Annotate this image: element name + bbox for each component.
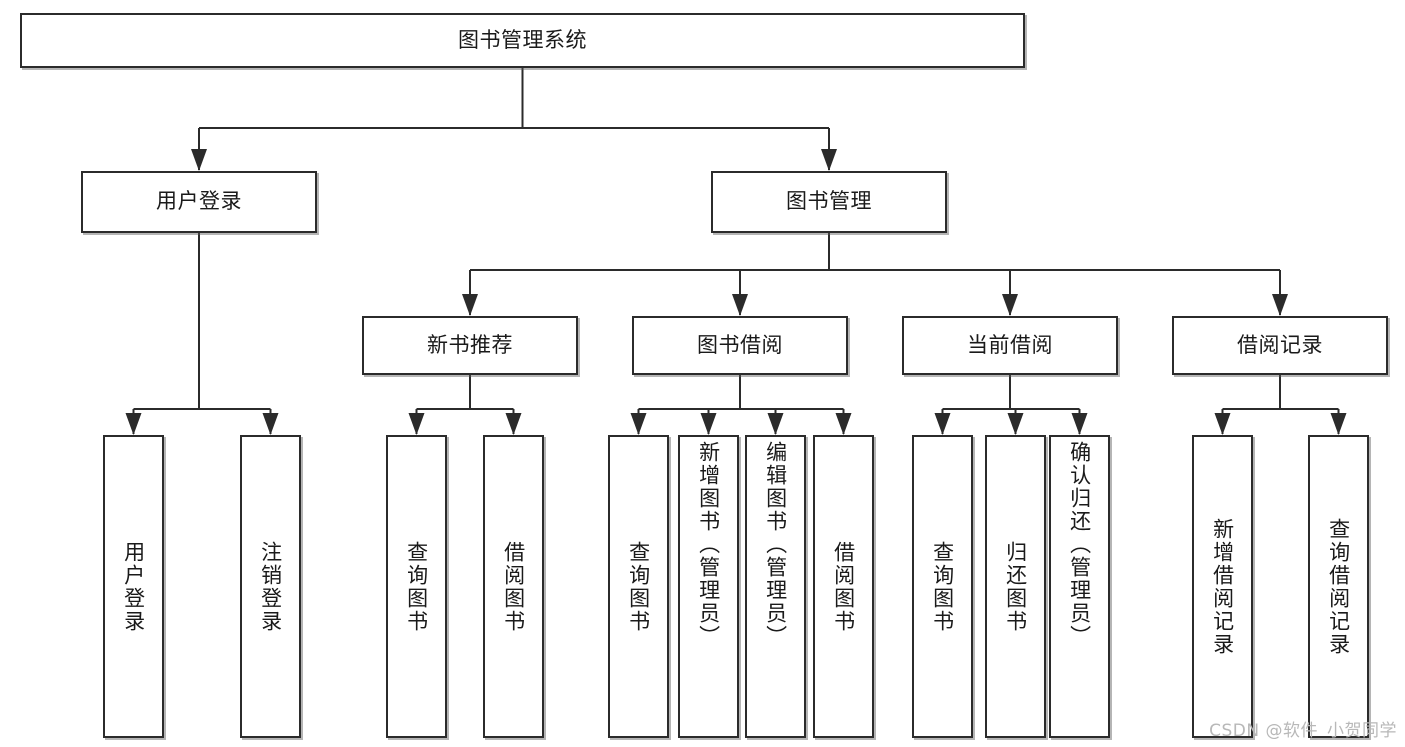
node-label: 查询图书	[930, 540, 955, 633]
arrowhead	[1007, 413, 1024, 435]
node-label: 图书管理系统	[458, 27, 587, 52]
arrowhead	[408, 413, 425, 435]
node-leaf-query-book-3[interactable]: 查询图书	[912, 435, 973, 738]
node-leaf-return-book[interactable]: 归还图书	[985, 435, 1046, 738]
node-label: 查询借阅记录	[1326, 517, 1351, 656]
node-user-login[interactable]: 用户登录	[81, 171, 317, 233]
node-leaf-add-record[interactable]: 新增借阅记录	[1192, 435, 1253, 738]
node-label: 编辑图书（管理员）	[763, 441, 788, 648]
node-leaf-user-logout[interactable]: 注销登录	[240, 435, 301, 738]
node-book-manage[interactable]: 图书管理	[711, 171, 947, 233]
node-current-borrow[interactable]: 当前借阅	[902, 316, 1118, 375]
arrowhead	[1071, 413, 1088, 435]
node-label: 借阅图书	[831, 540, 856, 633]
node-leaf-add-book[interactable]: 新增图书（管理员）	[678, 435, 739, 738]
node-leaf-query-record[interactable]: 查询借阅记录	[1308, 435, 1369, 738]
arrowhead	[462, 294, 478, 316]
arrowhead	[1214, 413, 1231, 435]
node-leaf-query-book-2[interactable]: 查询图书	[608, 435, 669, 738]
arrowhead	[767, 413, 784, 435]
node-new-book-rec[interactable]: 新书推荐	[362, 316, 578, 375]
node-label: 归还图书	[1003, 540, 1028, 633]
node-leaf-borrow-book-2[interactable]: 借阅图书	[813, 435, 874, 738]
node-borrow-record[interactable]: 借阅记录	[1172, 316, 1388, 375]
arrowhead	[821, 149, 837, 171]
arrowhead	[125, 413, 142, 435]
arrowhead	[934, 413, 951, 435]
watermark-text: CSDN @软件_小贺同学	[1209, 721, 1397, 741]
node-label: 查询图书	[404, 540, 429, 633]
arrowhead	[835, 413, 852, 435]
node-label: 注销登录	[258, 540, 283, 633]
node-leaf-query-book-1[interactable]: 查询图书	[386, 435, 447, 738]
node-label: 图书管理	[786, 189, 872, 214]
node-root[interactable]: 图书管理系统	[20, 13, 1025, 68]
arrowhead	[1330, 413, 1347, 435]
arrowhead	[700, 413, 717, 435]
node-label: 借阅记录	[1237, 332, 1323, 357]
node-label: 借阅图书	[501, 540, 526, 633]
node-label: 用户登录	[121, 540, 146, 633]
node-label: 当前借阅	[967, 332, 1053, 357]
node-leaf-user-login[interactable]: 用户登录	[103, 435, 164, 738]
node-leaf-confirm-return[interactable]: 确认归还（管理员）	[1049, 435, 1110, 738]
node-leaf-borrow-book-1[interactable]: 借阅图书	[483, 435, 544, 738]
node-label: 新书推荐	[427, 332, 513, 357]
node-label: 确认归还（管理员）	[1067, 441, 1092, 648]
arrowhead	[1002, 294, 1018, 316]
node-label: 图书借阅	[697, 332, 783, 357]
node-label: 新增图书（管理员）	[696, 441, 721, 648]
arrowhead	[732, 294, 748, 316]
arrowhead	[191, 149, 207, 171]
arrowhead	[630, 413, 647, 435]
arrowhead	[262, 413, 279, 435]
node-book-borrow[interactable]: 图书借阅	[632, 316, 848, 375]
node-leaf-edit-book[interactable]: 编辑图书（管理员）	[745, 435, 806, 738]
arrowhead	[505, 413, 522, 435]
arrowhead	[1272, 294, 1288, 316]
node-label: 查询图书	[626, 540, 651, 633]
node-label: 用户登录	[156, 189, 242, 214]
node-label: 新增借阅记录	[1210, 517, 1235, 656]
